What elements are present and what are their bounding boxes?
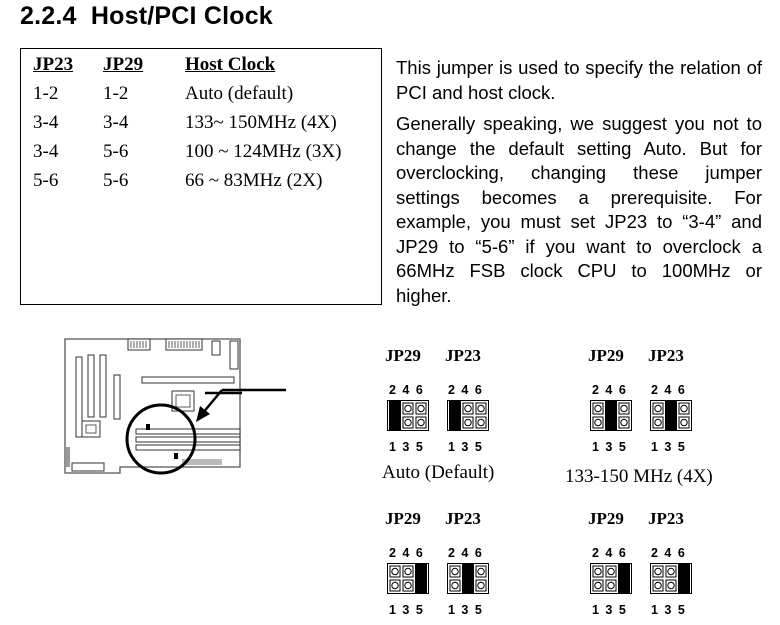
jumper-table: JP23 JP29 Host Clock 1-2 1-2 Auto (defau… [20, 48, 382, 305]
table-header-jp23: JP23 [33, 54, 74, 75]
jumper-setting-group: JP29 JP23 2 4 6 2 4 6 1 3 5 1 3 5 [588, 346, 718, 456]
jumper-label-jp23: JP23 [648, 509, 684, 528]
pointer-arrow [190, 378, 290, 428]
pin-numbers-top: 2 4 6 [651, 383, 685, 397]
pin-numbers-top: 2 4 6 [389, 383, 423, 397]
pin-numbers-bottom: 1 3 5 [448, 440, 482, 454]
jp23-jumper-block [650, 400, 692, 431]
pin-numbers-top: 2 4 6 [592, 383, 626, 397]
jp23-jumper-block [447, 563, 489, 594]
jumper-setting-group: JP29 JP23 2 4 6 2 4 6 1 3 5 1 3 5 [588, 509, 718, 619]
overclock-paragraph: Generally speaking, we suggest you not t… [396, 113, 762, 306]
jumper-label-jp23: JP23 [445, 509, 481, 528]
jp29-jumper-block [590, 563, 632, 594]
table-cell: 1-2 [103, 83, 129, 104]
section-number: 2.2.4 [20, 2, 77, 30]
jp29-jumper-block [387, 400, 429, 431]
jumper-setting-group: JP29 JP23 2 4 6 2 4 6 1 3 5 1 3 5 [385, 509, 515, 619]
pin-numbers-bottom: 1 3 5 [651, 603, 685, 617]
table-cell: 3-4 [33, 141, 59, 162]
jp23-jumper-block [650, 563, 692, 594]
jp23-jumper-block [447, 400, 489, 431]
pin-numbers-top: 2 4 6 [448, 383, 482, 397]
jumper-setting-caption: 133-150 MHz (4X) [565, 466, 713, 487]
jumper-label-jp23: JP23 [648, 346, 684, 365]
jumper-label-jp29: JP29 [588, 346, 624, 365]
table-header-host-clock: Host Clock [185, 54, 276, 75]
pin-numbers-bottom: 1 3 5 [389, 440, 423, 454]
pin-numbers-bottom: 1 3 5 [448, 603, 482, 617]
pin-numbers-top: 2 4 6 [389, 546, 423, 560]
table-cell: Auto (default) [185, 83, 294, 104]
table-cell: 133~ 150MHz (4X) [185, 112, 337, 133]
jumper-label-jp29: JP29 [385, 346, 421, 365]
table-cell: 3-4 [33, 112, 59, 133]
pin-numbers-bottom: 1 3 5 [592, 603, 626, 617]
table-cell: 66 ~ 83MHz (2X) [185, 170, 323, 191]
pin-numbers-top: 2 4 6 [448, 546, 482, 560]
jumper-label-jp23: JP23 [445, 346, 481, 365]
jumper-setting-caption: Auto (Default) [382, 462, 495, 483]
section-title: Host/PCI Clock [90, 2, 273, 30]
jp29-jumper-block [590, 400, 632, 431]
table-cell: 5-6 [33, 170, 59, 191]
jumper-label-jp29: JP29 [588, 509, 624, 528]
table-cell: 3-4 [103, 112, 129, 133]
pin-numbers-bottom: 1 3 5 [389, 603, 423, 617]
jp29-jumper-block [387, 563, 429, 594]
table-cell: 100 ~ 124MHz (3X) [185, 141, 342, 162]
motherboard-diagram [62, 335, 277, 475]
jumper-setting-group: JP29 JP23 2 4 6 2 4 6 1 3 5 1 3 5 [385, 346, 515, 456]
section-heading: 2.2.4 Host/PCI Clock [20, 2, 273, 31]
pin-numbers-top: 2 4 6 [592, 546, 626, 560]
pin-numbers-bottom: 1 3 5 [651, 440, 685, 454]
jumper-label-jp29: JP29 [385, 509, 421, 528]
table-cell: 5-6 [103, 170, 129, 191]
pin-numbers-top: 2 4 6 [651, 546, 685, 560]
table-cell: 1-2 [33, 83, 59, 104]
table-cell: 5-6 [103, 141, 129, 162]
description-paragraph: This jumper is used to specify the relat… [396, 57, 762, 103]
table-header-jp29: JP29 [103, 54, 144, 75]
pin-numbers-bottom: 1 3 5 [592, 440, 626, 454]
